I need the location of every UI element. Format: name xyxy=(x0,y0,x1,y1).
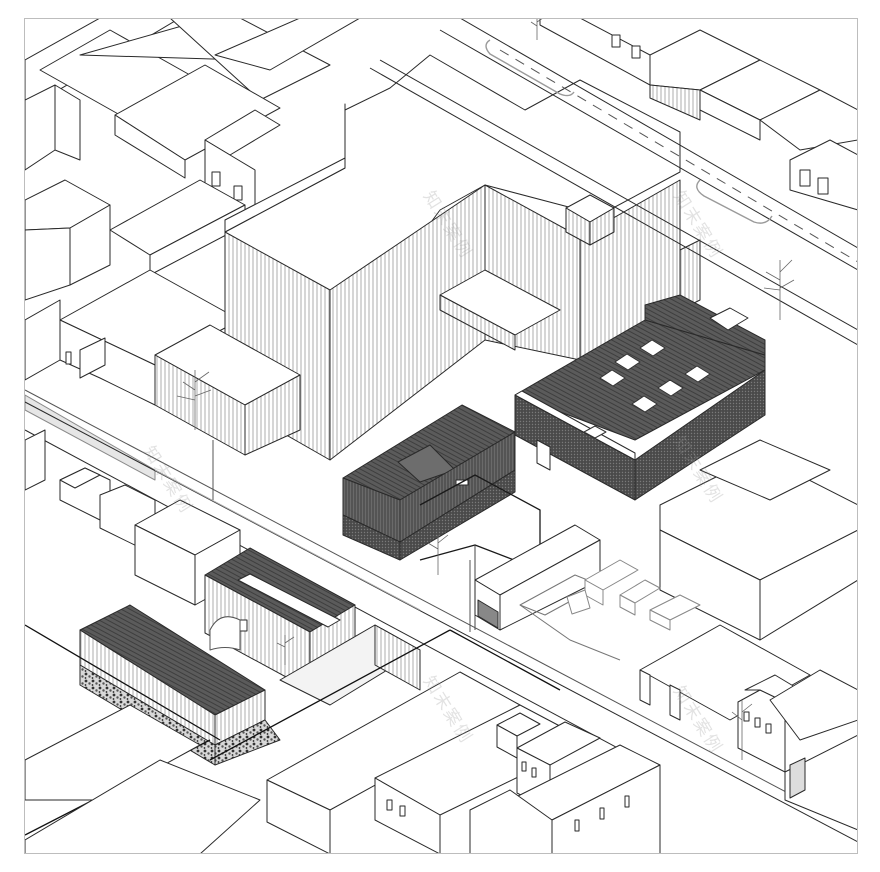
warehouse-corrugated xyxy=(154,54,701,461)
houses-west xyxy=(25,429,241,606)
background-blocks-northwest xyxy=(25,19,360,301)
building-dark-house xyxy=(342,404,541,630)
buildings-south xyxy=(25,671,661,853)
building-dark-skylights xyxy=(514,294,766,501)
project-houses-bottom-left xyxy=(25,547,561,836)
buildings-loading-yard xyxy=(474,439,857,661)
street-north xyxy=(369,19,857,346)
trucks xyxy=(566,559,701,631)
buildings-southeast xyxy=(639,624,857,831)
buildings-north-street xyxy=(539,19,857,211)
trees xyxy=(176,19,795,760)
